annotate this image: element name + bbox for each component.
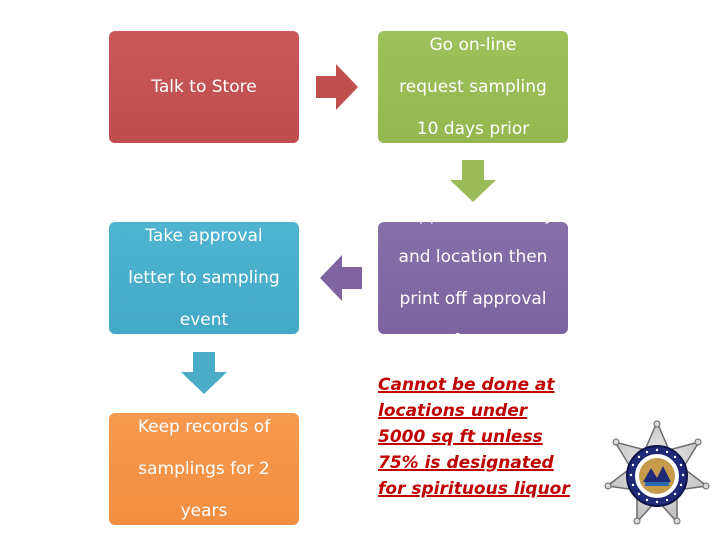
- step-keep-records-line-2: samplings for 2: [138, 458, 270, 479]
- step-keep-records: Keep records of samplings for 2 years: [109, 413, 299, 525]
- arrow-down-icon: [450, 160, 496, 202]
- restriction-note-line-1: Cannot be done at: [378, 375, 555, 395]
- restriction-note-line-3: 5000 sq ft unless: [378, 427, 543, 447]
- restriction-note-line-5: for spirituous liquor: [378, 479, 570, 499]
- restriction-note-line-4: 75% is designated: [378, 453, 554, 473]
- arrow-right-icon: [316, 64, 358, 110]
- step-take-approval-line-2: letter to sampling: [128, 267, 280, 288]
- restriction-note-line-2: locations under: [378, 401, 528, 421]
- arrow-left-icon: [320, 255, 362, 301]
- seven-point-star-badge-icon: [604, 420, 710, 525]
- step-go-online-line-1: Go on-line: [429, 34, 517, 55]
- step-take-approval: Take approval letter to sampling event: [109, 222, 299, 334]
- step-go-online: Go on-line request sampling 10 days prio…: [378, 31, 568, 143]
- step-if-approved: If approved for day and location then pr…: [378, 205, 568, 351]
- step-if-approved-line-3: print off approval: [399, 288, 547, 309]
- restriction-note: Cannot be done at locations under 5000 s…: [378, 372, 588, 502]
- step-keep-records-line-3: years: [180, 500, 228, 521]
- step-talk-to-store-label: Talk to Store: [151, 76, 257, 97]
- step-go-online-line-2: request sampling: [399, 76, 547, 97]
- step-take-approval-line-3: event: [179, 309, 229, 330]
- step-take-approval-line-1: Take approval: [145, 225, 263, 246]
- step-keep-records-line-1: Keep records of: [137, 416, 271, 437]
- step-go-online-line-3: 10 days prior: [416, 118, 530, 139]
- step-if-approved-line-1: If approved for day: [391, 204, 555, 225]
- step-if-approved-line-4: form: [453, 330, 493, 351]
- arrow-down-icon: [181, 352, 227, 394]
- step-if-approved-line-2: and location then: [398, 246, 548, 267]
- step-talk-to-store: Talk to Store: [109, 31, 299, 143]
